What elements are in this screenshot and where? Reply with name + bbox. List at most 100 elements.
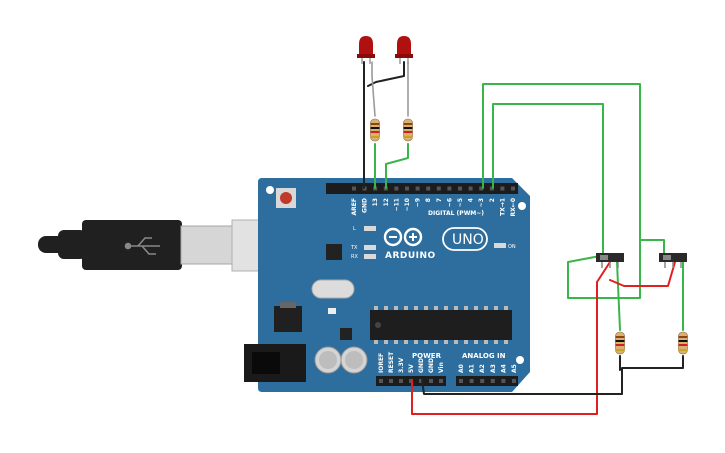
status-leds: L TX RX ON [350,226,516,260]
digital-header [326,183,518,194]
digital-pin-label: ~9 [415,198,422,207]
brand-label: ARDUINO [385,251,436,261]
wire-green-sw2-pin [639,239,665,257]
slide-switch-1[interactable] [596,253,624,268]
digital-section-label: DIGITAL (PWM~) [428,210,484,217]
digital-pin-13[interactable] [489,186,494,191]
wire-green-pin12 [385,143,409,189]
wire-black-gnd [421,355,684,395]
chip-leg [394,340,398,344]
digital-pin-label: ~11 [393,198,400,211]
digital-pin-9[interactable] [447,186,452,191]
digital-pin-label: 8 [425,198,432,202]
resistor-pulldown-1 [615,331,625,355]
led-red-2 [395,36,413,64]
voltage-regulator [274,306,302,332]
wire-led1-resistor [371,61,376,117]
chip-leg [464,340,468,344]
digital-pin-label: RX←0 [510,198,517,216]
analog-pin-1[interactable] [469,379,474,383]
chip-leg [434,340,438,344]
power-pin-4[interactable] [419,379,423,383]
chip-leg [444,306,448,310]
digital-pin-14[interactable] [500,186,505,191]
usb-metal-plug [180,225,234,265]
led-l [364,226,376,231]
wire-red-switches [609,261,676,287]
digital-pin-label: ~5 [457,198,464,207]
digital-pin-label: 12 [383,198,390,206]
chip-leg [414,340,418,344]
power-pin-1[interactable] [389,379,393,383]
power-pin-label: GND [428,358,435,373]
usb-icon [124,237,160,255]
digital-pin-label: GND [362,198,369,213]
led-on-label: ON [508,244,516,250]
analog-pin-label: A2 [479,364,486,373]
power-pin-label: IOREF [378,353,385,373]
power-pin-label: 5V [408,364,415,373]
digital-pin-label: ~6 [446,198,453,207]
power-jack [244,344,306,382]
digital-pin-0[interactable] [352,186,356,191]
analog-pin-0[interactable] [459,379,463,383]
led-tx-label: TX [350,245,358,251]
resistor-led-1 [370,118,380,142]
digital-pin-7[interactable] [426,186,431,191]
analog-pin-label: A1 [469,364,476,373]
slide-switch-2[interactable] [659,253,687,268]
analog-pin-3[interactable] [490,379,495,383]
chip-leg [484,340,488,344]
digital-pin-8[interactable] [436,186,441,191]
analog-pin-2[interactable] [480,379,485,383]
digital-pin-label: 4 [468,198,475,202]
resistor-led-2 [403,118,413,142]
led-rx-label: RX [351,254,358,260]
chip-leg [454,306,458,310]
wire-green-sw1-res [616,261,621,331]
analog-header [456,376,518,386]
power-pin-2[interactable] [399,379,403,383]
analog-pin-5[interactable] [512,379,516,383]
chip-leg [384,306,388,310]
analog-pin-label: A4 [500,364,507,373]
digital-pin-4[interactable] [394,186,399,191]
chip-leg [394,306,398,310]
digital-pin-6[interactable] [415,186,420,191]
usb-plug-body [82,220,182,270]
power-pin-0[interactable] [379,379,383,383]
analog-pin-label: A3 [490,364,497,373]
chip-leg [494,306,498,310]
digital-pin-12[interactable] [479,186,484,191]
digital-pin-10[interactable] [458,186,462,191]
model-label: UNO [452,232,484,248]
chip-leg [454,340,458,344]
chip-leg [384,340,388,344]
digital-pin-5[interactable] [405,186,409,191]
led-l-label: L [353,226,356,232]
chip-leg [404,306,408,310]
chip-leg [474,340,478,344]
power-pin-5[interactable] [429,379,433,383]
chip-leg [424,306,428,310]
power-pin-6[interactable] [439,379,443,383]
chip-leg [494,340,498,344]
digital-pin-15[interactable] [511,186,515,191]
reset-button[interactable] [276,188,296,208]
digital-pin-label: ~3 [478,198,485,207]
analog-pin-4[interactable] [501,379,506,383]
power-pin-label: GND [418,358,425,373]
digital-pin-label: TX→1 [499,198,506,216]
usb-chip [326,244,342,260]
digital-pin-label: 2 [489,198,496,202]
chip-leg [504,306,508,310]
digital-pin-label: AREF [351,198,358,215]
digital-pin-11[interactable] [468,186,473,191]
chip-leg [374,340,378,344]
wire-black-led2-gnd [367,61,405,87]
wire-green-pin2 [492,103,604,257]
chip-leg [484,306,488,310]
capacitors [314,346,368,374]
